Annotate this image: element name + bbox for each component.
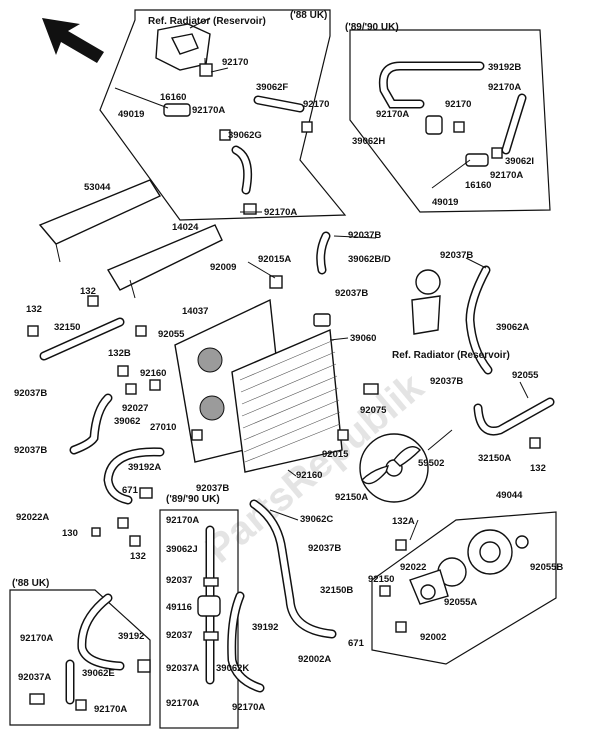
- part-label: 39062H: [352, 136, 385, 147]
- variant-88uk-label: ('88 UK): [290, 10, 327, 21]
- part-label: 39192: [252, 622, 278, 633]
- part-label: 59502: [418, 458, 444, 469]
- part-label: 92037: [166, 575, 192, 586]
- part-label: 92022: [400, 562, 426, 573]
- variant-8990uk-bottom-label: ('89/'90 UK): [166, 494, 220, 505]
- part-label: 92037B: [440, 250, 473, 261]
- part-label: 92027: [122, 403, 148, 414]
- part-label: 92037B: [196, 483, 229, 494]
- part-label: 32150A: [478, 453, 511, 464]
- part-label: 92037B: [14, 388, 47, 399]
- part-label: 39062G: [228, 130, 262, 141]
- part-label: 39062I: [505, 156, 534, 167]
- top-right-variant-box: ('89/'90 UK): [345, 22, 551, 213]
- part-label: 132: [130, 551, 146, 562]
- part-label: 92037A: [166, 663, 199, 674]
- part-label: 92170A: [490, 170, 523, 181]
- part-label: 92055: [512, 370, 539, 381]
- center-ref-reservoir-label: Ref. Radiator (Reservoir): [392, 350, 510, 361]
- part-label: 39062: [114, 416, 140, 427]
- part-label: 92170A: [192, 105, 225, 116]
- part-label: 92170A: [166, 698, 199, 709]
- part-label: 92170A: [376, 109, 409, 120]
- part-label: 49116: [166, 602, 192, 613]
- part-label: 92160: [296, 470, 322, 481]
- ref-radiator-reservoir-label: Ref. Radiator (Reservoir): [148, 16, 266, 27]
- bottom-left-variant-box: ('88 UK): [9, 578, 151, 726]
- top-left-variant-box: Ref. Radiator (Reservoir) ('88 UK): [99, 9, 347, 221]
- part-label: 14024: [172, 222, 199, 233]
- part-label: 92170A: [264, 207, 297, 218]
- part-label: 39060: [350, 333, 376, 344]
- part-label: 132: [530, 463, 546, 474]
- part-label: 53044: [84, 182, 111, 193]
- part-label: 92170A: [488, 82, 521, 93]
- coolant-hoses: [27, 231, 555, 639]
- part-label: 92170A: [94, 704, 127, 715]
- part-label: 92150: [368, 574, 394, 585]
- part-label: 92002A: [298, 654, 331, 665]
- variant-8990uk-label: ('89/'90 UK): [345, 22, 399, 33]
- part-label: 92075: [360, 405, 387, 416]
- part-label: 39192: [118, 631, 144, 642]
- part-label: 92055B: [530, 562, 563, 573]
- part-label: 27010: [150, 422, 176, 433]
- leader-lines: [247, 235, 529, 541]
- part-label: 39062E: [82, 668, 115, 679]
- part-label: 92160: [140, 368, 166, 379]
- part-label: 92015: [322, 449, 349, 460]
- part-label: 92055A: [444, 597, 477, 608]
- part-label: 92150A: [335, 492, 368, 503]
- part-label: 39062A: [496, 322, 529, 333]
- ref-radiator-reservoir-label: 132B: [108, 348, 131, 359]
- part-label: 92170A: [20, 633, 53, 644]
- part-label: 92037B: [430, 376, 463, 387]
- part-label: 92037B: [14, 445, 47, 456]
- part-label: 92170: [303, 99, 329, 110]
- part-label: 16160: [160, 92, 186, 103]
- part-label: 671: [348, 638, 365, 649]
- part-label: 39062K: [216, 663, 249, 674]
- part-label: 39062F: [256, 82, 288, 93]
- part-label: 39062B/D: [348, 254, 391, 265]
- part-label: 92037B: [335, 288, 368, 299]
- part-label: 92037A: [18, 672, 51, 683]
- part-label: 132: [26, 304, 42, 315]
- part-label: 132A: [392, 516, 415, 527]
- part-label: 130: [62, 528, 78, 539]
- radiator-assembly: [38, 179, 453, 503]
- part-label: 92170: [222, 57, 248, 68]
- part-label: 32150: [54, 322, 80, 333]
- part-label: 16160: [465, 180, 491, 191]
- part-label: 49019: [118, 109, 144, 120]
- part-label: 92015A: [258, 254, 291, 265]
- part-label: 92009: [210, 262, 236, 273]
- part-label: 49019: [432, 197, 458, 208]
- water-pump-box: [371, 511, 557, 665]
- front-direction-arrow-icon: [42, 18, 104, 63]
- part-label: 92002: [420, 632, 446, 643]
- part-label: 671: [122, 485, 139, 496]
- part-label: 92170A: [232, 702, 265, 713]
- part-label: 92170: [445, 99, 471, 110]
- part-label: 92037: [166, 630, 192, 641]
- bottom-mid-variant-box: ('89/'90 UK): [159, 494, 265, 729]
- part-label: 132: [80, 286, 96, 297]
- part-label: 39062C: [300, 514, 333, 525]
- part-label: 92022A: [16, 512, 49, 523]
- part-label: 39062J: [166, 544, 198, 555]
- part-label: 92037B: [348, 230, 381, 241]
- part-label: 39192B: [488, 62, 521, 73]
- part-label: 92170A: [166, 515, 199, 526]
- part-label: 92055: [158, 329, 185, 340]
- part-label: 32150B: [320, 585, 353, 596]
- part-label: 49044: [496, 490, 523, 501]
- variant-88uk-bottom-label: ('88 UK): [12, 578, 49, 589]
- part-label: 92037B: [308, 543, 341, 554]
- part-label: 39192A: [128, 462, 161, 473]
- part-label: 14037: [182, 306, 208, 317]
